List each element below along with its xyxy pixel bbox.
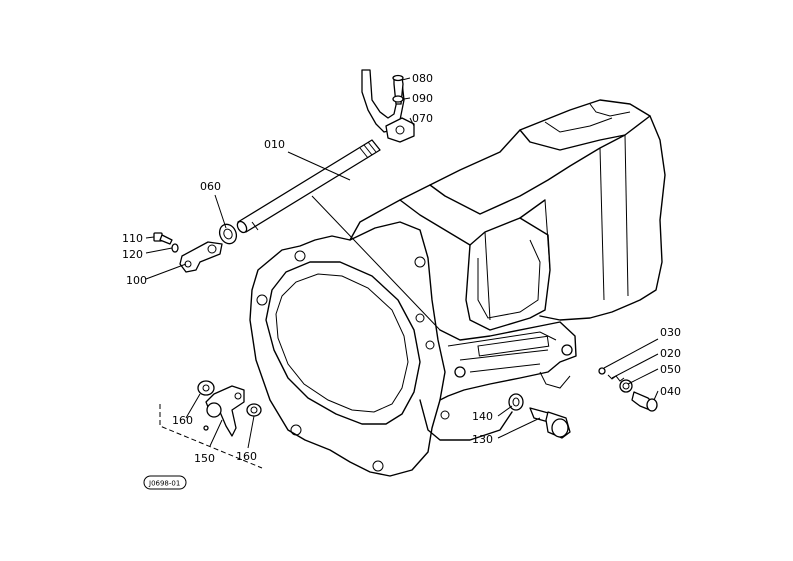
oil-seal bbox=[218, 223, 238, 245]
label-040: 040 bbox=[660, 385, 681, 398]
control-arm bbox=[203, 385, 245, 437]
plug-bolt bbox=[631, 391, 658, 412]
label-060: 060 bbox=[200, 180, 221, 193]
reference-code: J0698-01 bbox=[148, 480, 180, 488]
shift-lever bbox=[179, 241, 223, 273]
label-120: 120 bbox=[122, 248, 143, 261]
transmission-housing bbox=[249, 99, 666, 477]
label-070: 070 bbox=[412, 112, 433, 125]
label-160-left: 160 bbox=[172, 414, 193, 427]
seal-ring bbox=[508, 393, 524, 411]
label-030: 030 bbox=[660, 326, 681, 339]
label-160-right: 160 bbox=[236, 450, 257, 463]
part-labels: 010 080 090 070 060 110 120 100 030 020 … bbox=[122, 72, 681, 465]
washer bbox=[392, 95, 404, 103]
label-080: 080 bbox=[412, 72, 433, 85]
shift-rod bbox=[236, 139, 381, 234]
label-020: 020 bbox=[660, 347, 681, 360]
bolt bbox=[153, 232, 173, 245]
label-090: 090 bbox=[412, 92, 433, 105]
gasket-washer bbox=[619, 379, 633, 393]
detent-ball bbox=[598, 367, 606, 375]
label-050: 050 bbox=[660, 363, 681, 376]
bushing-right bbox=[246, 403, 262, 417]
label-150: 150 bbox=[194, 452, 215, 465]
label-010: 010 bbox=[264, 138, 285, 151]
label-110: 110 bbox=[122, 232, 143, 245]
label-140: 140 bbox=[472, 410, 493, 423]
spring-washer bbox=[171, 243, 179, 253]
bushing-left bbox=[197, 380, 215, 396]
label-100: 100 bbox=[126, 274, 147, 287]
shift-fork bbox=[361, 69, 415, 143]
leader-lines bbox=[145, 77, 659, 449]
reference-code-stamp: J0698-01 bbox=[143, 475, 187, 490]
label-130: 130 bbox=[472, 433, 493, 446]
pivot-bolt bbox=[529, 407, 571, 439]
